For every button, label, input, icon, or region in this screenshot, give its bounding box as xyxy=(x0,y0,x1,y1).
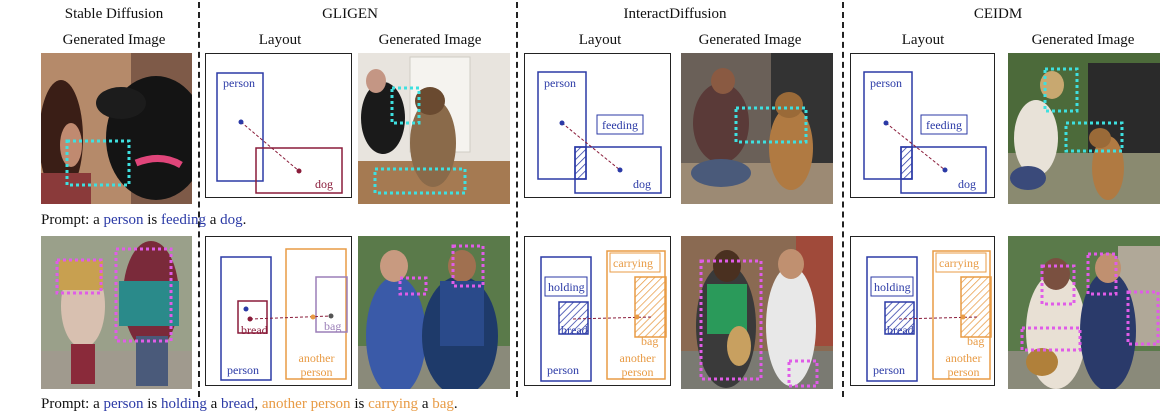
prompt-subject: person xyxy=(103,396,144,412)
divider-3 xyxy=(842,2,844,397)
prompt-subject: person xyxy=(103,212,144,228)
ceidm-layout-row1: person feeding dog xyxy=(850,53,995,198)
prompt-text: a xyxy=(418,396,433,412)
interactdiffusion-title: InteractDiffusion xyxy=(623,6,727,22)
gligen-title: GLIGEN xyxy=(322,6,378,22)
prompt-object: dog xyxy=(220,212,243,228)
label-person2: person xyxy=(621,365,654,379)
gligen-layout-header: Layout xyxy=(258,32,302,48)
label-dog: dog xyxy=(315,177,333,191)
gligen-generated-header: Generated Image xyxy=(378,32,482,48)
prompt-text: . xyxy=(242,212,247,228)
gligen-image-row2 xyxy=(358,236,510,389)
prompt-object2: bag xyxy=(432,396,454,412)
divider-1 xyxy=(198,2,200,397)
prompt-text: is xyxy=(143,212,162,228)
sd-title: Stable Diffusion xyxy=(64,6,164,22)
label-person: person xyxy=(873,363,905,377)
label-feeding: feeding xyxy=(602,118,638,132)
label-person: person xyxy=(223,76,255,90)
prompt-text: is xyxy=(143,396,162,412)
interactdiffusion-layout-row2: holding carrying bread bag person anothe… xyxy=(524,236,671,386)
prompt-object: bread xyxy=(221,396,255,412)
label-person2: person xyxy=(300,365,333,379)
person-box xyxy=(216,72,264,182)
label-bread: bread xyxy=(561,323,588,337)
ceidm-layout-row2: holding carrying bread bag person anothe… xyxy=(850,236,995,386)
interactdiffusion-generated-header: Generated Image xyxy=(698,32,802,48)
label-bag: bag xyxy=(967,334,985,348)
label-person2: person xyxy=(947,365,980,379)
prompt-text: is xyxy=(350,396,369,412)
label-bag: bag xyxy=(324,319,342,333)
label-feeding: feeding xyxy=(926,118,962,132)
prompt-text: , xyxy=(254,396,262,412)
prompt-text: . xyxy=(453,396,458,412)
prompt-subject2: another person xyxy=(261,396,351,412)
label-another: another xyxy=(619,351,656,365)
label-person: person xyxy=(227,363,259,377)
ceidm-title: CEIDM xyxy=(973,6,1023,22)
sd-image-row1 xyxy=(41,53,192,204)
interactdiffusion-layout-row1: person feeding dog xyxy=(524,53,671,198)
label-person: person xyxy=(544,76,576,90)
label-bread: bread xyxy=(241,323,268,337)
label-holding: holding xyxy=(874,280,911,294)
label-bread: bread xyxy=(887,323,914,337)
ceidm-layout-header: Layout xyxy=(901,32,945,48)
label-bag: bag xyxy=(641,334,659,348)
prompt-text: a xyxy=(206,396,222,412)
label-another: another xyxy=(298,351,335,365)
ceidm-generated-header: Generated Image xyxy=(1031,32,1135,48)
label-another: another xyxy=(945,351,982,365)
gligen-layout-row1: person dog xyxy=(205,53,352,198)
interactdiffusion-image-row2 xyxy=(681,236,833,389)
label-person: person xyxy=(870,76,902,90)
sd-image-row2 xyxy=(41,236,192,389)
ceidm-image-row1 xyxy=(1008,53,1160,204)
prompt-text: a xyxy=(206,212,221,228)
prompt-action: holding xyxy=(161,396,207,412)
sd-subtitle: Generated Image xyxy=(62,32,166,48)
label-holding: holding xyxy=(548,280,585,294)
prompt-row2: Prompt: a person is holding a bread, ano… xyxy=(41,396,458,413)
prompt-action: feeding xyxy=(161,212,206,228)
interactdiffusion-image-row1 xyxy=(681,53,833,204)
prompt-text: Prompt: a xyxy=(41,396,104,412)
dog-box xyxy=(255,147,343,194)
gligen-image-row1 xyxy=(358,53,510,204)
label-dog: dog xyxy=(958,177,976,191)
label-carrying: carrying xyxy=(939,256,979,270)
interactdiffusion-layout-header: Layout xyxy=(578,32,622,48)
gligen-layout-row2: bread bag person another person xyxy=(205,236,352,386)
prompt-action2: carrying xyxy=(368,396,419,412)
label-carrying: carrying xyxy=(613,256,653,270)
prompt-row1: Prompt: a person is feeding a dog. xyxy=(41,212,246,229)
label-dog: dog xyxy=(633,177,651,191)
label-person: person xyxy=(547,363,579,377)
ceidm-image-row2 xyxy=(1008,236,1160,389)
prompt-text: Prompt: a xyxy=(41,212,104,228)
divider-2 xyxy=(516,2,518,397)
